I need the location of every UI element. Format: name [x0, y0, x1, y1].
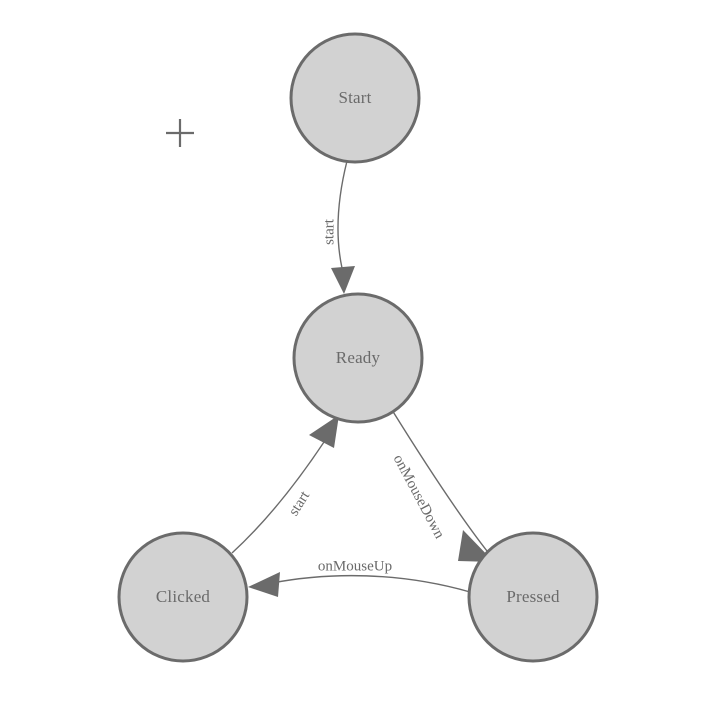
state-node-pressed-label: Pressed	[506, 587, 560, 606]
edge-clicked-to-ready-label: start	[286, 488, 314, 519]
edge-start-to-ready-label: start	[321, 218, 337, 245]
state-node-clicked-label: Clicked	[156, 587, 211, 606]
edge-ready-to-pressed[interactable]: onMouseDown	[390, 409, 494, 562]
state-node-clicked-circle[interactable]	[117, 531, 249, 663]
edge-start-to-ready-arrowhead	[331, 266, 355, 294]
edge-ready-to-pressed-path	[391, 409, 488, 552]
edge-pressed-to-clicked-label: onMouseUp	[318, 558, 392, 574]
state-node-pressed[interactable]: Pressed	[467, 531, 599, 663]
edge-start-to-ready-path	[337, 160, 348, 269]
state-node-start-label: Start	[338, 88, 371, 107]
plus-crosshair-icon	[166, 119, 194, 147]
edge-ready-to-pressed-label: onMouseDown	[390, 452, 448, 542]
edge-clicked-to-ready-arrowhead	[309, 415, 339, 448]
state-node-clicked[interactable]: Clicked	[117, 531, 249, 663]
edge-pressed-to-clicked-arrowhead	[248, 572, 280, 597]
state-node-ready-label: Ready	[336, 348, 381, 367]
state-node-start[interactable]: Start	[289, 32, 421, 164]
edge-start-to-ready[interactable]: start	[321, 160, 355, 294]
edge-pressed-to-clicked-path	[271, 574, 471, 593]
edge-clicked-to-ready[interactable]: start	[231, 415, 339, 554]
state-node-pressed-circle[interactable]	[467, 531, 599, 663]
state-node-ready[interactable]: Ready	[292, 292, 424, 424]
edge-pressed-to-clicked[interactable]: onMouseUp	[248, 558, 471, 597]
state-node-ready-circle[interactable]	[292, 292, 424, 424]
edge-clicked-to-ready-path	[231, 441, 325, 554]
state-node-start-circle[interactable]	[289, 32, 421, 164]
